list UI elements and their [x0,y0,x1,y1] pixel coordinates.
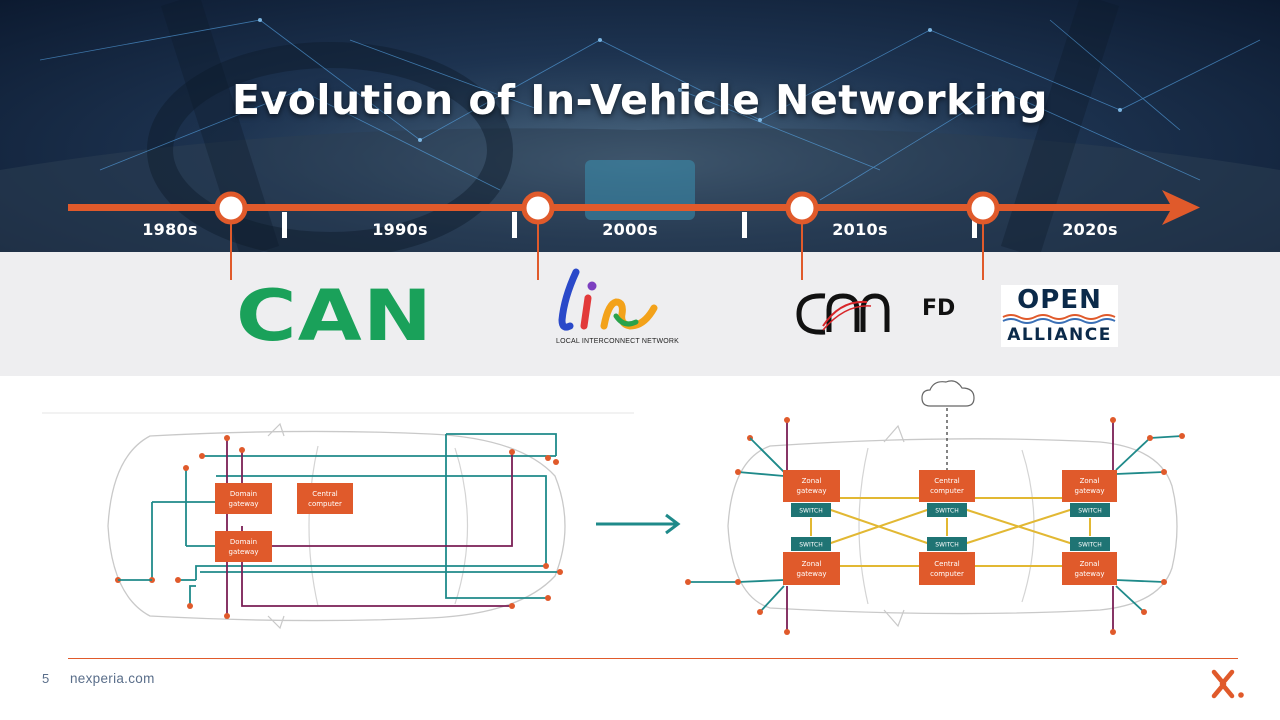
zonal-gateway-box [783,470,840,502]
svg-text:computer: computer [930,570,964,578]
right-car-diagram: Zonal gateway Central computer Zonal gat… [685,380,1185,635]
svg-text:computer: computer [308,500,342,508]
switch-box [927,503,967,517]
decade-label: 1990s [372,220,428,239]
wave-icon [1002,314,1116,324]
timeline [68,190,1200,252]
open-alliance-top: OPEN [1017,285,1102,315]
central-computer-box [919,470,975,502]
website-link[interactable]: nexperia.com [70,671,155,686]
hero-banner: Evolution of In-Vehicle Networking 1980s… [0,0,1280,252]
timeline-node [785,191,819,225]
decade-labels: 1980s 1990s 2000s 2010s 2020s [0,220,1280,240]
svg-text:Central: Central [934,560,960,568]
svg-text:SWITCH: SWITCH [935,542,959,549]
timeline-node [521,191,555,225]
cloud-icon [921,380,975,407]
timeline-node [966,191,1000,225]
svg-text:SWITCH: SWITCH [799,508,823,515]
switch-box [927,537,967,551]
decade-divider [512,212,517,238]
svg-text:Domain: Domain [230,490,257,498]
svg-text:Zonal: Zonal [1080,560,1100,568]
svg-text:Domain: Domain [230,538,257,546]
switch-box [791,537,831,551]
lin-subtitle: LOCAL INTERCONNECT NETWORK [556,338,680,345]
decade-divider [282,212,287,238]
switch-box [1070,537,1110,551]
protocol-logos: CAN LOCAL INTERCONNECT NETWORK FD OPEN A… [0,252,1280,376]
page-number: 5 [42,671,50,686]
timeline-arrowhead [1162,190,1200,225]
domain-gateway-box [215,531,272,562]
svg-text:gateway: gateway [1075,570,1105,578]
decade-label: 2010s [832,220,888,239]
lin-logo [558,268,658,331]
evolution-arrow-icon [596,513,681,535]
nexperia-logo-icon [1211,669,1244,699]
domain-gateway-box [215,483,272,514]
can-logo: CAN [236,275,434,357]
timeline-bar [68,204,1178,211]
decade-label: 1980s [142,220,198,239]
svg-text:Zonal: Zonal [802,560,822,568]
svg-text:gateway: gateway [797,570,827,578]
svg-text:Zonal: Zonal [1080,477,1100,485]
decade-label: 2020s [1062,220,1118,239]
svg-text:gateway: gateway [1075,487,1105,495]
decade-label: 2000s [602,220,658,239]
svg-text:computer: computer [930,487,964,495]
decade-divider [742,212,747,238]
switch-box [1070,503,1110,517]
svg-text:SWITCH: SWITCH [1078,508,1102,515]
switch-box [791,503,831,517]
decade-divider [972,212,977,238]
svg-text:SWITCH: SWITCH [1078,542,1102,549]
svg-text:SWITCH: SWITCH [799,542,823,549]
left-car-diagram: Domain gateway Central computer Domain g… [107,422,566,630]
zonal-gateway-box [783,552,840,585]
zonal-gateway-box [1062,470,1117,502]
architecture-diagrams: Domain gateway Central computer Domain g… [42,380,1185,635]
canfd-logo [796,293,890,335]
svg-text:gateway: gateway [797,487,827,495]
open-alliance-logo: OPEN ALLIANCE [1001,285,1118,347]
central-computer-box [919,552,975,585]
slide-title: Evolution of In-Vehicle Networking [232,76,1048,124]
svg-text:SWITCH: SWITCH [935,508,959,515]
open-alliance-bottom: ALLIANCE [1007,325,1112,345]
svg-text:gateway: gateway [229,548,259,556]
svg-text:gateway: gateway [229,500,259,508]
svg-text:Central: Central [934,477,960,485]
footer-divider [68,658,1238,659]
central-computer-box [297,483,353,514]
svg-text:Central: Central [312,490,338,498]
timeline-node [214,191,248,225]
svg-text:Zonal: Zonal [802,477,822,485]
canfd-suffix: FD [922,296,956,321]
zonal-gateway-box [1062,552,1117,585]
